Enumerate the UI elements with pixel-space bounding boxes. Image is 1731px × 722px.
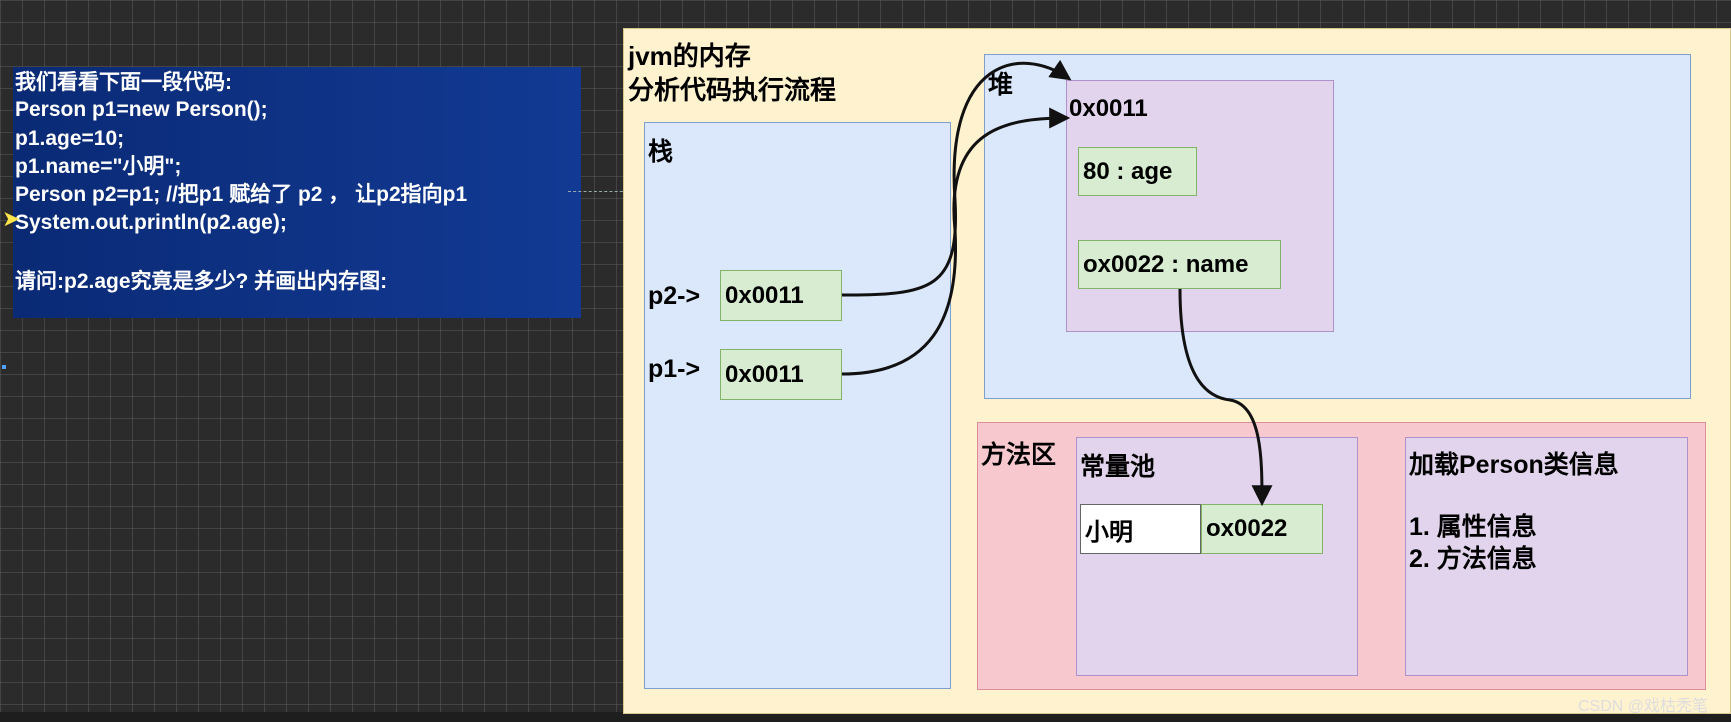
code-line: System.out.println(p2.age); xyxy=(15,211,287,234)
selection-handle[interactable] xyxy=(2,365,6,369)
pointer-icon: ➤ xyxy=(2,206,21,231)
p1-label: p1-> xyxy=(648,355,701,383)
method-area-label: 方法区 xyxy=(981,441,1057,469)
code-line: p1.age=10; xyxy=(15,127,125,150)
constant-pool-label: 常量池 xyxy=(1080,453,1156,481)
stack-region xyxy=(644,122,951,689)
p2-reference-cell: 0x0011 xyxy=(720,270,842,321)
code-line: p1.name="小明"; xyxy=(15,155,182,178)
code-line: 请问:p2.age究竟是多少? 并画出内存图: xyxy=(15,270,388,293)
age-field-cell: 80 : age xyxy=(1078,147,1197,196)
code-line: Person p1=new Person(); xyxy=(15,98,268,121)
watermark: CSDN @戏枯秃笔 xyxy=(1578,698,1709,715)
code-panel: 我们看看下面一段代码: Person p1=new Person(); p1.a… xyxy=(13,67,581,318)
code-line: Person p2=p1; //把p1 赋给了 p2 ， 让p2指向p1 xyxy=(15,183,468,206)
class-info xyxy=(1405,437,1688,676)
heap-label: 堆 xyxy=(988,71,1014,99)
stack-label: 栈 xyxy=(648,138,674,166)
code-line: 我们看看下面一段代码: xyxy=(15,71,232,94)
name-field-cell: ox0022 : name xyxy=(1078,240,1281,289)
jvm-subtitle: 分析代码执行流程 xyxy=(628,75,837,105)
class-info-item: 2. 方法信息 xyxy=(1409,545,1537,573)
p1-reference-cell: 0x0011 xyxy=(720,349,842,400)
string-value-cell: 小明 xyxy=(1080,504,1201,554)
p2-label: p2-> xyxy=(648,282,701,310)
string-address-cell: ox0022 xyxy=(1201,504,1323,554)
class-info-item: 1. 属性信息 xyxy=(1409,513,1537,541)
guide-line xyxy=(568,191,628,192)
object-address: 0x0011 xyxy=(1069,95,1148,122)
class-info-title: 加载Person类信息 xyxy=(1409,451,1619,479)
jvm-title: jvm的内存 xyxy=(628,41,751,71)
bottom-strip xyxy=(0,712,1731,722)
